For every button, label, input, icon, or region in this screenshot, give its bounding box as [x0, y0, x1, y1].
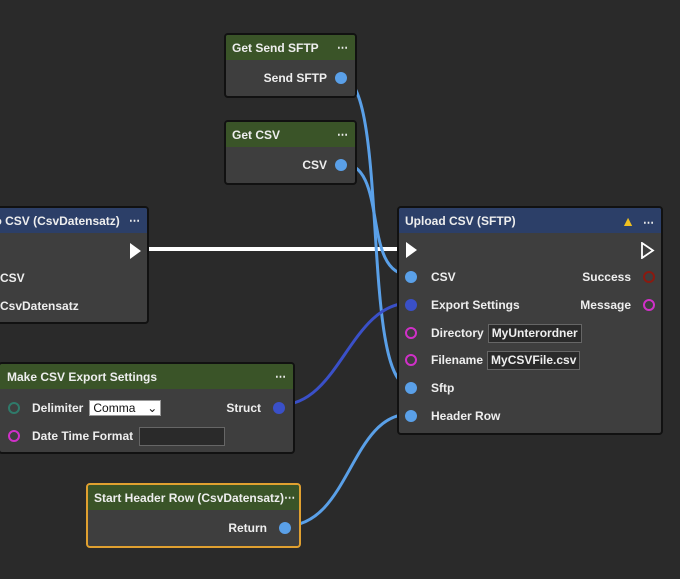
success-label: Success	[582, 270, 631, 284]
output-pin-icon[interactable]	[335, 159, 347, 171]
output-label: Struct	[226, 401, 261, 415]
directory-label: Directory	[431, 326, 484, 340]
menu-icon[interactable]: ⋯	[337, 42, 349, 54]
output-label: Send SFTP	[263, 71, 327, 85]
wire-struct	[279, 301, 411, 407]
return-pin-icon[interactable]	[279, 522, 291, 534]
datetime-label: Date Time Format	[32, 429, 134, 443]
output-label: CSV	[302, 158, 327, 172]
menu-icon[interactable]: ⋯	[643, 216, 655, 229]
header-row-label: Header Row	[431, 409, 501, 423]
csv-pin-icon[interactable]	[405, 271, 417, 283]
menu-icon[interactable]: ⋯	[129, 215, 141, 227]
node-get-csv[interactable]: Get CSV ⋯ CSV	[224, 120, 357, 185]
filename-pin-icon[interactable]	[405, 354, 417, 366]
export-settings-pin-icon[interactable]	[405, 299, 417, 311]
datetime-pin-icon[interactable]	[8, 430, 20, 442]
menu-icon[interactable]: ⋯	[275, 371, 287, 383]
node-make-csv-export-settings[interactable]: Make CSV Export Settings ⋯ Delimiter Comma…	[0, 362, 295, 454]
menu-icon[interactable]: ⋯	[337, 129, 349, 141]
delimiter-label: Delimiter	[32, 401, 84, 415]
node-title: To CSV (CsvDatensatz)	[0, 213, 120, 228]
warning-icon: ▲	[621, 212, 635, 229]
filename-input[interactable]: MyCSVFile.csv	[487, 350, 581, 370]
output-pin-icon[interactable]	[335, 72, 347, 84]
exec-out-icon[interactable]	[641, 242, 655, 259]
delimiter-select[interactable]: Comma ⌄	[89, 400, 162, 416]
csv-label: CSV	[431, 270, 456, 284]
node-to-csv[interactable]: To CSV (CsvDatensatz) ⋯ CSV CsvDatensatz	[0, 206, 149, 324]
node-title: Make CSV Export Settings	[7, 369, 158, 384]
exec-out-icon[interactable]	[130, 243, 141, 259]
directory-pin-icon[interactable]	[405, 327, 417, 339]
menu-icon[interactable]: ⋯	[284, 492, 297, 504]
node-upload-csv[interactable]: Upload CSV (SFTP)▲⋯ CSV Export Settings …	[397, 206, 663, 435]
success-pin-icon[interactable]	[643, 271, 655, 283]
sftp-label: Sftp	[431, 381, 455, 395]
sftp-pin-icon[interactable]	[405, 382, 417, 394]
datetime-input[interactable]	[139, 426, 226, 446]
node-title: Get Send SFTP	[232, 40, 319, 55]
node-title: Start Header Row (CsvDatensatz)	[94, 490, 285, 505]
directory-input[interactable]: MyUnterordner	[487, 323, 582, 343]
exec-in-icon[interactable]	[406, 242, 417, 258]
wire-return	[284, 412, 411, 528]
node-title: Get CSV	[232, 127, 281, 142]
chevron-down-icon: ⌄	[147, 401, 158, 415]
delimiter-pin-icon[interactable]	[8, 402, 20, 414]
filename-label: Filename	[431, 353, 484, 367]
node-start-header-row[interactable]: Start Header Row (CsvDatensatz)⋯ Return	[86, 483, 301, 548]
message-pin-icon[interactable]	[643, 299, 655, 311]
message-label: Message	[580, 298, 631, 312]
export-settings-label: Export Settings	[431, 298, 520, 312]
header-row-pin-icon[interactable]	[405, 410, 417, 422]
output-label: Return	[228, 521, 267, 535]
node-get-send-sftp[interactable]: Get Send SFTP ⋯ Send SFTP	[224, 33, 357, 98]
input-csvdatensatz: CsvDatensatz	[0, 299, 79, 313]
struct-pin-icon[interactable]	[273, 402, 285, 414]
node-title: Upload CSV (SFTP)	[405, 213, 516, 228]
delimiter-value: Comma	[93, 401, 136, 415]
input-csv: CSV	[0, 271, 25, 285]
